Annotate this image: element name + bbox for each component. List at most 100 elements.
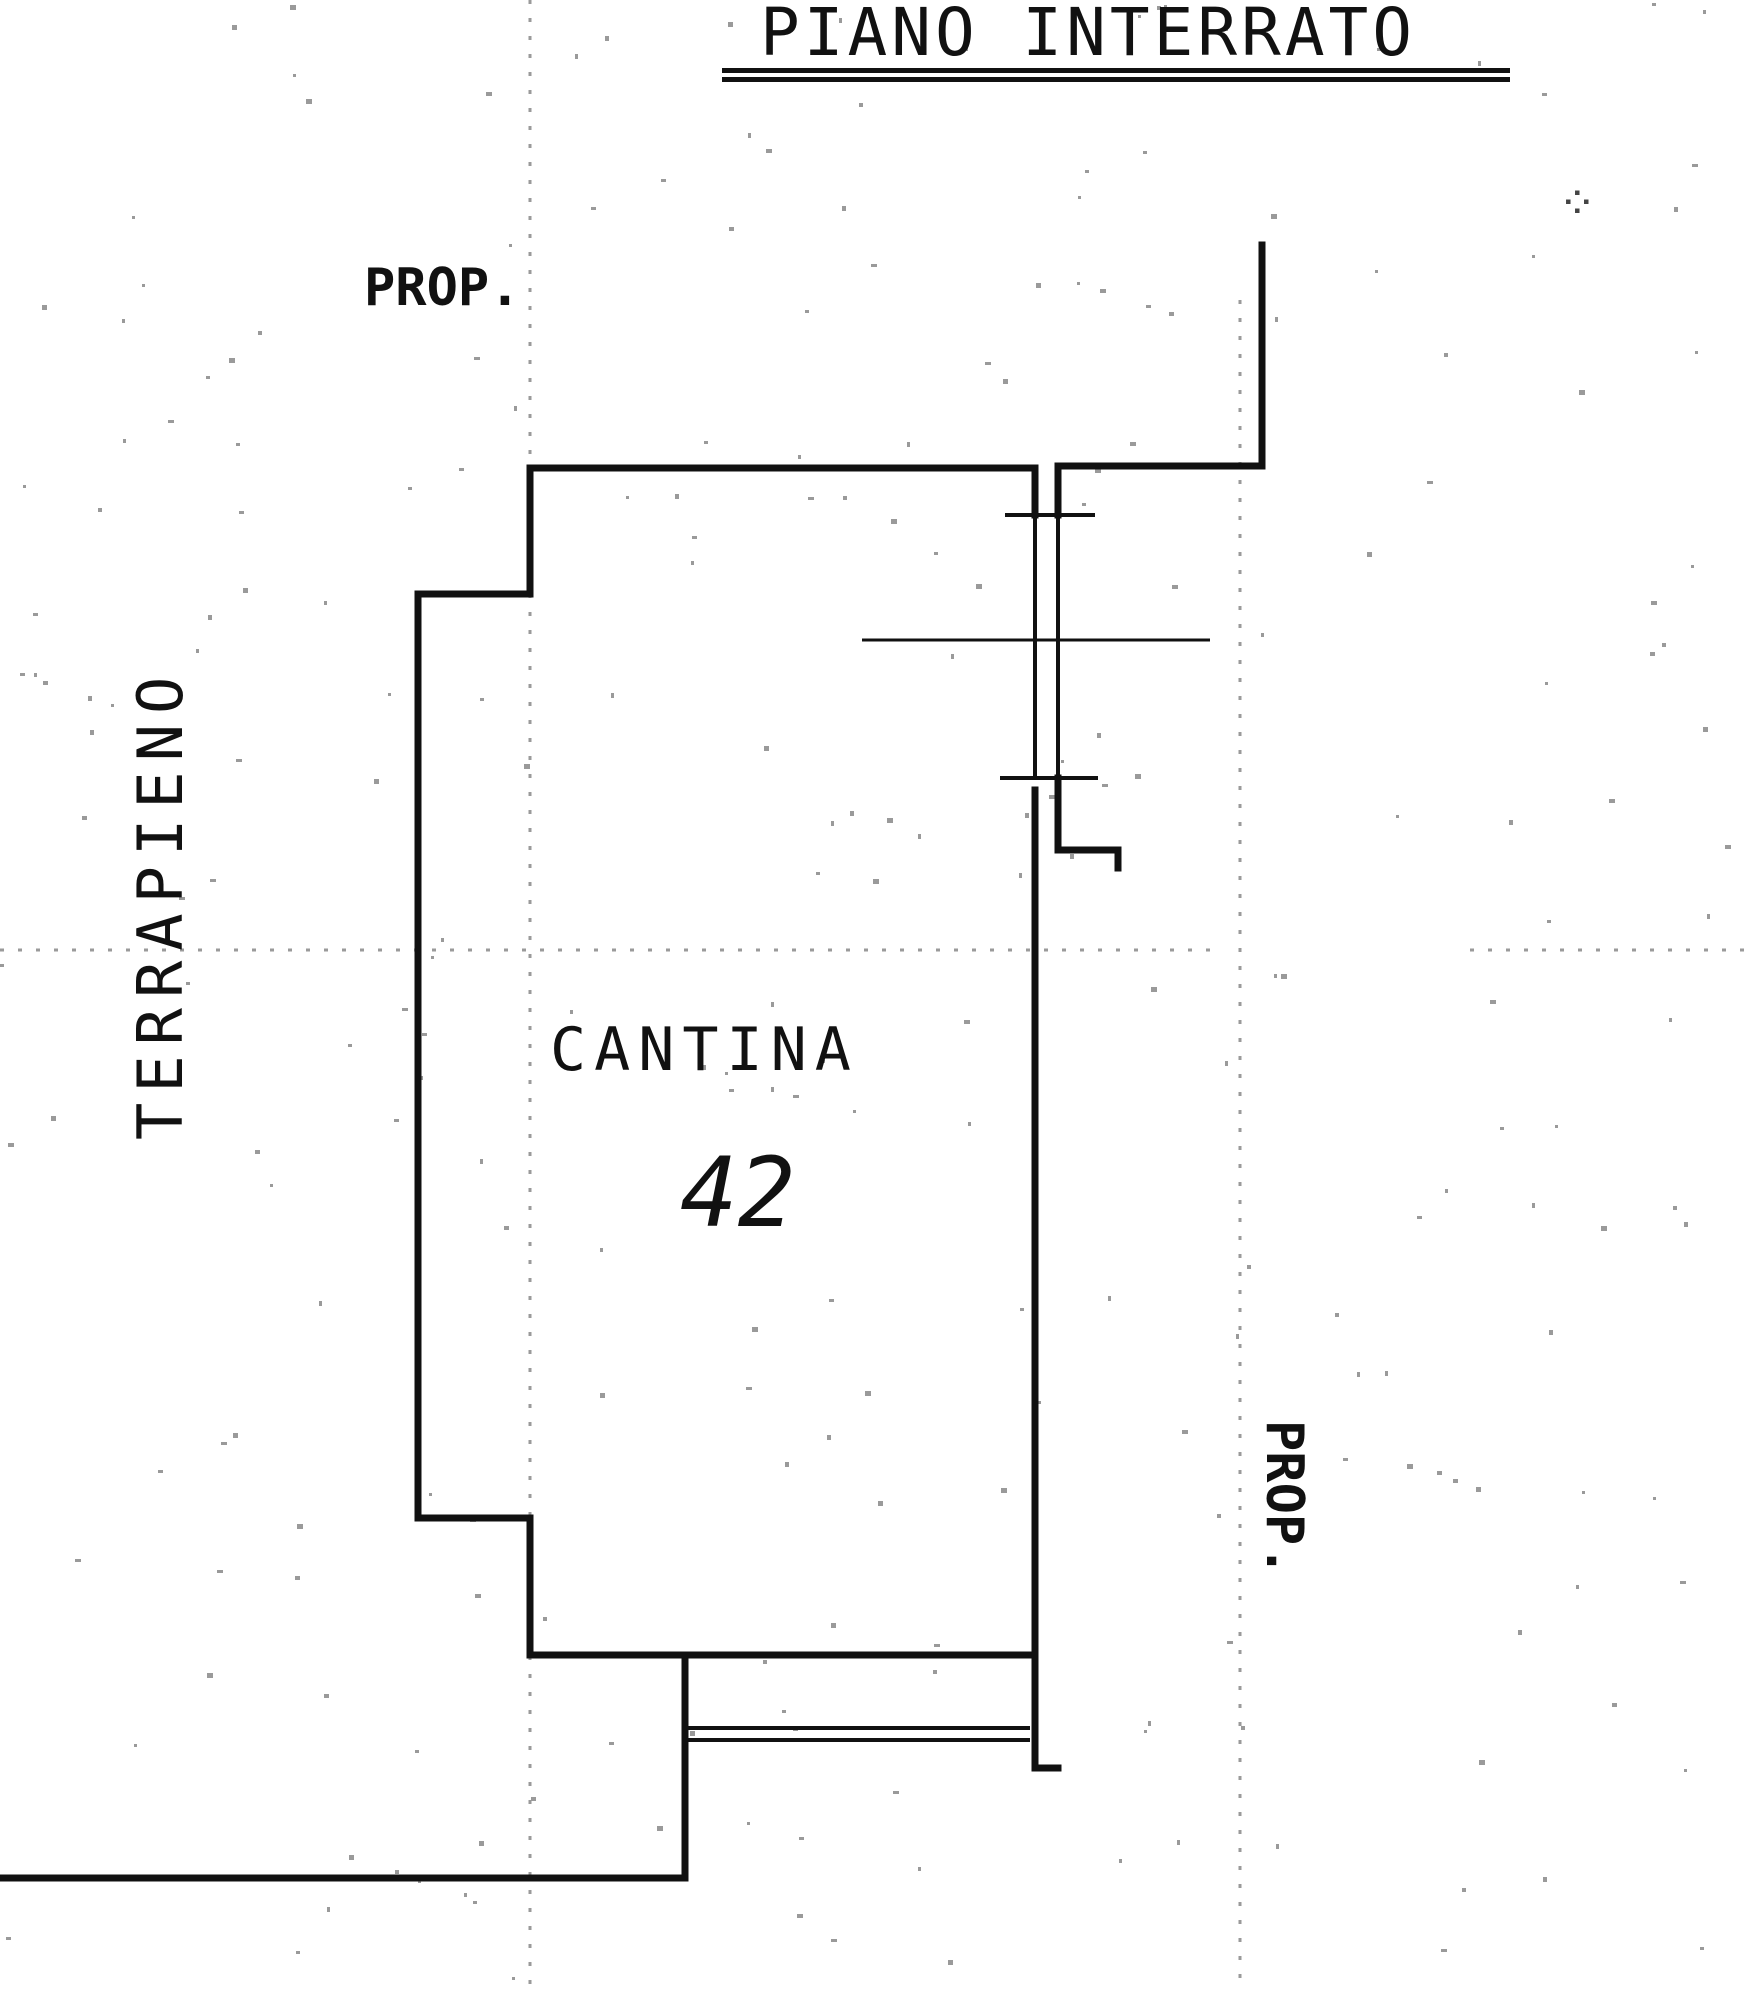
speckle-dot bbox=[531, 1797, 536, 1801]
speckle-dot bbox=[704, 441, 708, 444]
speckle-dot bbox=[306, 99, 312, 104]
speckle-dot bbox=[1236, 1334, 1239, 1339]
speckle-dot bbox=[839, 18, 842, 23]
speckle-dot bbox=[348, 1044, 352, 1047]
speckle-dot bbox=[297, 1524, 303, 1529]
speckle-dot bbox=[1518, 1630, 1522, 1635]
speckle-dot bbox=[319, 1301, 322, 1306]
speckle-dot bbox=[1385, 1371, 1388, 1376]
speckle-dot bbox=[1143, 151, 1147, 154]
speckle-dot bbox=[402, 1008, 408, 1011]
speckle-dot bbox=[1691, 565, 1694, 568]
speckle-dot bbox=[748, 133, 751, 138]
speckle-dot bbox=[1138, 15, 1141, 18]
speckle-dot bbox=[831, 1939, 837, 1942]
speckle-dot bbox=[976, 584, 982, 589]
speckle-dot bbox=[374, 779, 379, 784]
speckle-dot bbox=[782, 1710, 786, 1713]
speckle-dot bbox=[1612, 1703, 1617, 1707]
speckle-dot bbox=[473, 1901, 477, 1904]
speckle-dot bbox=[746, 1387, 752, 1390]
speckle-dot bbox=[186, 982, 190, 985]
speckle-dot bbox=[480, 1159, 483, 1164]
speckle-dot bbox=[1177, 1840, 1180, 1845]
speckle-dot bbox=[34, 673, 37, 677]
speckle-dot bbox=[134, 1744, 137, 1747]
speckle-dot bbox=[324, 601, 327, 605]
speckle-dot bbox=[1462, 1888, 1466, 1892]
speckle-dot bbox=[891, 519, 897, 524]
speckle-dot bbox=[270, 1184, 273, 1187]
page-title: PIANO INTERRATO bbox=[760, 0, 1417, 71]
speckle-dot bbox=[1182, 1430, 1188, 1434]
speckle-dot bbox=[609, 1742, 614, 1745]
speckle-dot bbox=[441, 938, 444, 942]
speckle-dot bbox=[692, 536, 697, 539]
speckle-dot bbox=[1049, 795, 1055, 799]
speckle-dot bbox=[295, 1576, 300, 1580]
speckle-dot bbox=[591, 207, 596, 210]
speckle-dot bbox=[1357, 1372, 1360, 1377]
speckle-dot bbox=[33, 613, 38, 616]
speckle-dot bbox=[1653, 1497, 1656, 1500]
speckle-dot bbox=[431, 956, 434, 959]
speckle-dot bbox=[1227, 1641, 1233, 1644]
speckle-dot bbox=[1276, 1844, 1279, 1849]
speckle-dot bbox=[168, 420, 174, 423]
speckle-dot bbox=[1169, 312, 1174, 316]
speckle-dot bbox=[524, 764, 530, 769]
speckle-dot bbox=[1427, 481, 1433, 484]
speckle-dot bbox=[1135, 774, 1141, 779]
speckle-dot bbox=[1437, 1471, 1442, 1475]
speckle-dot bbox=[1545, 682, 1548, 685]
speckle-dot bbox=[1164, 5, 1167, 9]
speckle-dot bbox=[1261, 633, 1264, 637]
speckle-dot bbox=[512, 1977, 515, 1980]
speckle-dot bbox=[1396, 815, 1399, 818]
speckle-dot bbox=[918, 834, 921, 839]
speckle-dot bbox=[1444, 353, 1448, 357]
speckle-dot bbox=[873, 879, 879, 884]
speckle-dot bbox=[1095, 469, 1101, 473]
speckle-dot bbox=[771, 1002, 774, 1007]
speckle-dot bbox=[1555, 1125, 1558, 1128]
speckle-dot bbox=[158, 1470, 163, 1473]
speckle-dot bbox=[729, 1089, 734, 1092]
speckle-dot bbox=[327, 1907, 330, 1912]
speckle-dot bbox=[1019, 873, 1022, 878]
speckle-dot bbox=[1532, 255, 1535, 258]
speckle-dot bbox=[514, 406, 517, 411]
speckle-dot bbox=[747, 1822, 750, 1825]
speckle-dot bbox=[82, 816, 87, 820]
speckle-dot bbox=[1082, 503, 1086, 506]
speckle-dot bbox=[887, 818, 893, 823]
speckle-dot bbox=[229, 358, 235, 363]
speckle-dot bbox=[1549, 1330, 1553, 1335]
speckle-dot bbox=[933, 1670, 937, 1674]
speckle-dot bbox=[210, 879, 216, 882]
label-terrapieno: TERRAPIENO bbox=[124, 666, 197, 1140]
speckle-dot bbox=[8, 1143, 14, 1147]
speckle-dot bbox=[702, 1065, 706, 1070]
speckle-dot bbox=[504, 1226, 509, 1230]
corner-mark-icon: ⁘ bbox=[1558, 176, 1597, 230]
speckle-dot bbox=[859, 103, 863, 107]
speckle-dot bbox=[1077, 282, 1080, 285]
speckle-dot bbox=[1001, 1488, 1007, 1493]
speckle-dot bbox=[1476, 1487, 1481, 1492]
speckle-dot bbox=[122, 319, 125, 323]
speckle-dot bbox=[75, 1559, 81, 1562]
speckle-dot bbox=[1097, 733, 1101, 738]
speckle-dot bbox=[1108, 1296, 1111, 1301]
speckle-dot bbox=[691, 561, 694, 565]
speckle-dot bbox=[206, 376, 210, 379]
speckle-dot bbox=[1453, 1479, 1458, 1483]
speckle-dot bbox=[1543, 1877, 1547, 1882]
speckle-dot bbox=[729, 227, 734, 231]
speckle-dot bbox=[1225, 28, 1228, 31]
speckle-dot bbox=[207, 1673, 213, 1678]
speckle-dot bbox=[1500, 1127, 1504, 1130]
speckle-dot bbox=[1684, 1769, 1687, 1772]
speckle-dot bbox=[1036, 283, 1041, 288]
speckle-dot bbox=[20, 673, 25, 676]
